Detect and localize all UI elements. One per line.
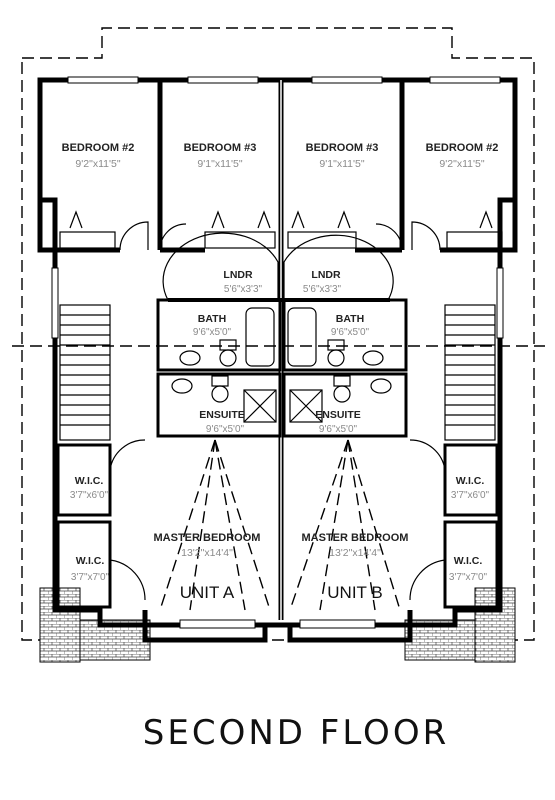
unit-a-bedroom-3-label: BEDROOM #3 (184, 142, 257, 154)
unit-b-bedroom-3-label: BEDROOM #3 (306, 142, 379, 154)
unit-a-name: UNIT A (180, 583, 235, 602)
unit-a-ensuite-size: 9'6"x5'0" (206, 424, 245, 435)
unit-b-wic-2-label: W.I.C. (454, 555, 483, 567)
unit-b-wic-1-size: 3'7"x6'0" (451, 490, 490, 501)
unit-a-laundry-size: 5'6"x3'3" (224, 284, 263, 295)
unit-b-bath-size: 9'6"x5'0" (331, 327, 370, 338)
unit-a-wic-1-label: W.I.C. (75, 475, 104, 487)
unit-b-master-size: 13'2"x14'4" (329, 547, 381, 559)
roof-outline (21, 27, 535, 641)
plan-title: SECOND FLOOR (143, 713, 449, 753)
unit-b-bath-label: BATH (336, 313, 364, 325)
unit-a-bedroom-2-size: 9'2"x11'5" (75, 158, 120, 170)
unit-a-master-size: 13'2"x14'4" (181, 547, 233, 559)
unit-b-name: UNIT B (327, 583, 382, 602)
unit-a-wic-2-label: W.I.C. (76, 555, 105, 567)
unit-a-bedroom-2-label: BEDROOM #2 (62, 142, 135, 154)
entry-notches (142, 610, 413, 643)
unit-b-laundry-size: 5'6"x3'3" (303, 284, 342, 295)
unit-b-bedroom-2-label: BEDROOM #2 (426, 142, 499, 154)
unit-b-master-label: MASTER BEDROOM (302, 532, 409, 544)
ensuites (156, 372, 408, 438)
unit-b-laundry-label: LNDR (311, 269, 341, 281)
unit-a-bath-label: BATH (198, 313, 226, 325)
top-windows (67, 76, 501, 629)
unit-b-ensuite-label: ENSUITE (315, 409, 361, 421)
door-swings (69, 210, 493, 251)
bedroom-closets (59, 231, 503, 249)
vault-lines (159, 439, 401, 611)
walk-in-closets (56, 439, 499, 609)
bedroom-walls (37, 80, 518, 253)
unit-b-bedroom-2-size: 9'2"x11'5" (439, 158, 484, 170)
front-stoop-right (474, 587, 516, 663)
unit-b-bedroom-3-size: 9'1"x11'5" (319, 158, 364, 170)
front-stoop-left (39, 587, 81, 663)
unit-a-ensuite-label: ENSUITE (199, 409, 245, 421)
window-right (496, 267, 504, 339)
unit-a-wic-2-size: 3'7"x7'0" (71, 572, 110, 583)
unit-b-ensuite-size: 9'6"x5'0" (319, 424, 358, 435)
unit-a-laundry-label: LNDR (223, 269, 253, 281)
bathrooms (156, 298, 408, 372)
window-left (51, 267, 59, 339)
unit-a-master-label: MASTER BEDROOM (154, 532, 261, 544)
unit-a-bedroom-3-size: 9'1"x11'5" (197, 158, 242, 170)
unit-a-wic-1-size: 3'7"x6'0" (70, 490, 109, 501)
laundry-rooms (162, 232, 394, 302)
unit-b-wic-1-label: W.I.C. (456, 475, 485, 487)
unit-b-wic-2-size: 3'7"x7'0" (449, 572, 488, 583)
unit-a-bath-size: 9'6"x5'0" (193, 327, 232, 338)
stairs (59, 304, 496, 441)
